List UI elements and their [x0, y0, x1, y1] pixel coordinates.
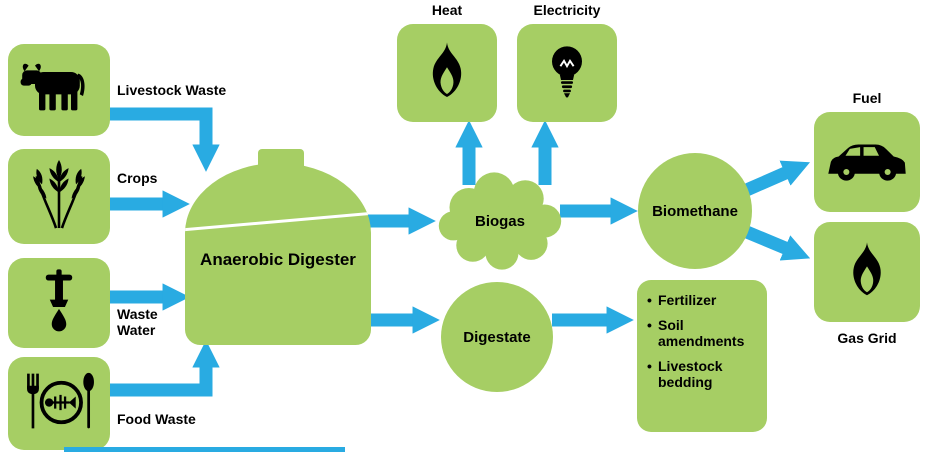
- flame-icon: [416, 32, 478, 115]
- input-food-waste: [8, 357, 110, 450]
- cow-icon: [19, 58, 99, 123]
- digester-seam-line: [185, 210, 371, 233]
- output-electricity: [517, 24, 617, 122]
- flame-icon: [837, 230, 897, 315]
- digester-label: Anaerobic Digester: [200, 250, 356, 269]
- decorative-bottom-line: [64, 447, 345, 452]
- livestock-waste-label: Livestock Waste: [117, 82, 227, 98]
- biomethane-label: Biomethane: [652, 202, 738, 220]
- wheat-icon: [22, 156, 96, 237]
- digestate-uses-list: Fertilizer Soil amendments Livestock bed…: [647, 292, 759, 391]
- list-item: Soil amendments: [647, 317, 759, 350]
- arrow-biomethane-to-gasgrid: [739, 224, 811, 261]
- cloud-shape: [438, 172, 562, 270]
- cutlery-plate-icon: [18, 363, 100, 444]
- digestate-label: Digestate: [463, 328, 531, 346]
- list-item: Livestock bedding: [647, 358, 759, 391]
- gas-grid-label: Gas Grid: [837, 330, 897, 346]
- biogas-label: Biogas: [474, 212, 525, 230]
- heat-label: Heat: [431, 2, 463, 18]
- output-fuel: [814, 112, 920, 212]
- input-livestock-waste: [8, 44, 110, 136]
- biomethane-node: Biomethane: [638, 153, 752, 269]
- digestate-node: Digestate: [441, 282, 553, 392]
- car-icon: [824, 133, 910, 192]
- electricity-label: Electricity: [533, 2, 601, 18]
- fuel-label: Fuel: [852, 90, 882, 106]
- digestate-uses-box: Fertilizer Soil amendments Livestock bed…: [637, 280, 767, 432]
- input-crops: [8, 149, 110, 244]
- crops-label: Crops: [117, 170, 158, 186]
- list-item: Fertilizer: [647, 292, 759, 309]
- arrow-livestock-to-digester: [110, 107, 220, 172]
- faucet-icon: [26, 265, 92, 342]
- arrow-biomethane-to-fuel: [739, 160, 811, 198]
- arrow-foodwaste-to-digester: [110, 340, 220, 397]
- input-waste-water: [8, 258, 110, 348]
- waste-water-label: Waste Water: [117, 306, 158, 338]
- food-waste-label: Food Waste: [117, 411, 196, 427]
- output-heat: [397, 24, 497, 122]
- lightbulb-icon: [537, 31, 597, 116]
- anaerobic-digester-node: Anaerobic Digester: [185, 163, 371, 345]
- biogas-node: Biogas: [432, 166, 568, 276]
- output-gas-grid: [814, 222, 920, 322]
